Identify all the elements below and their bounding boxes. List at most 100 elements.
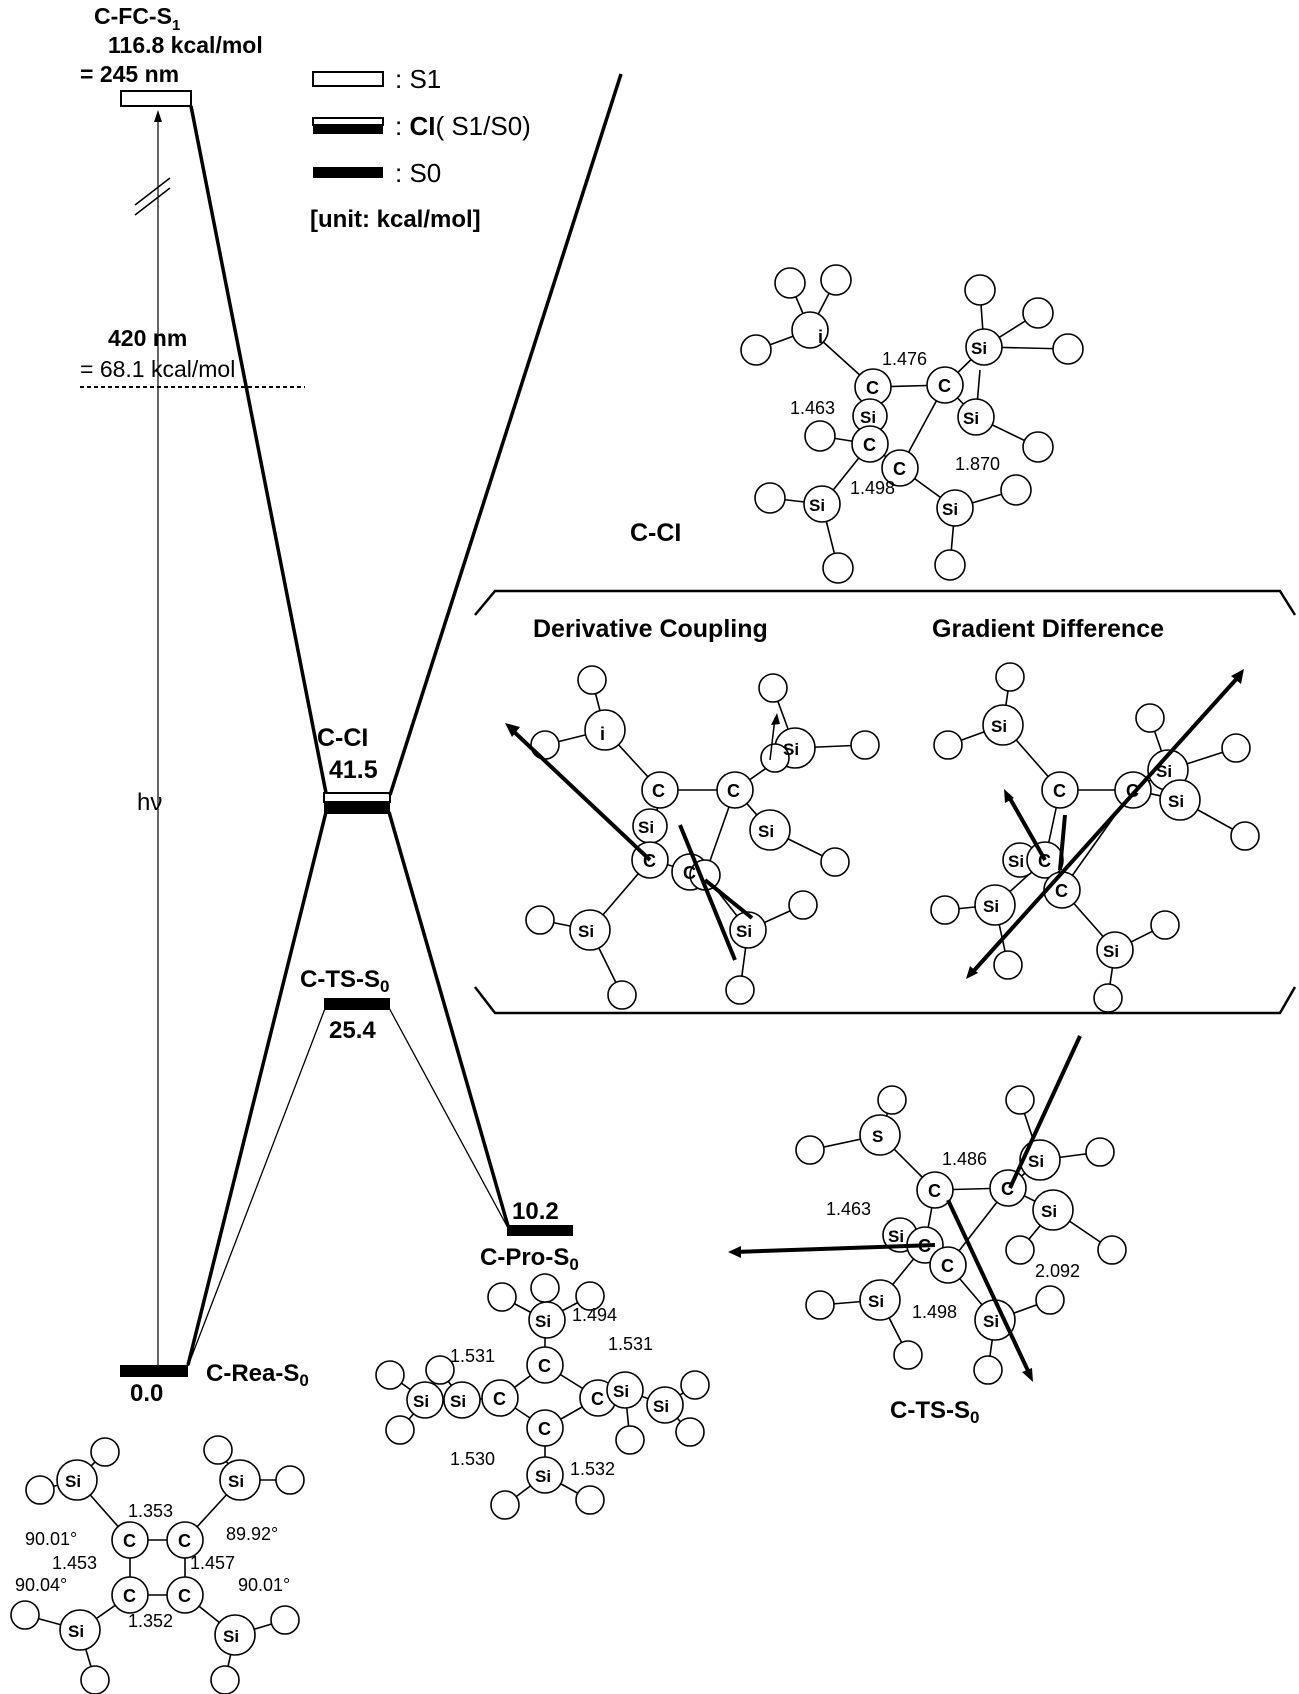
derivative-coupling-molecule: i Si C C Si Si C C Si Si: [505, 665, 880, 1010]
svg-text:1.494: 1.494: [572, 1305, 617, 1325]
panel-bracket-bottom: [474, 986, 1297, 1015]
svg-text:1.352: 1.352: [128, 1611, 173, 1631]
rea-level: [120, 1365, 188, 1377]
svg-text:Si: Si: [578, 922, 594, 941]
ts-to-pro-line: [387, 1005, 509, 1229]
legend-ci-swatch-top: [312, 117, 384, 126]
svg-text:1.353: 1.353: [128, 1501, 173, 1521]
svg-text:C: C: [123, 1586, 136, 1606]
svg-text:Si: Si: [1008, 852, 1024, 871]
coupling-vectors-panel: Derivative Coupling Gradient Difference: [474, 589, 1297, 1015]
legend-s1-label: : S1: [395, 64, 441, 94]
svg-text:90.01°: 90.01°: [238, 1575, 290, 1595]
ci-to-pro-line: [387, 811, 510, 1227]
svg-text:1.457: 1.457: [190, 1553, 235, 1573]
cci-structure: i Si C C Si Si C C Si Si 1.476 1.463 1.8…: [630, 264, 1084, 584]
svg-text:89.92°: 89.92°: [226, 1524, 278, 1544]
svg-text:Si: Si: [888, 1227, 904, 1246]
svg-text:Si: Si: [736, 922, 752, 941]
svg-text:C: C: [1053, 781, 1066, 801]
derivative-coupling-title: Derivative Coupling: [533, 615, 768, 643]
svg-text:C: C: [866, 378, 879, 398]
svg-text:Si: Si: [758, 822, 774, 841]
fc-s1-level: [120, 90, 192, 107]
svg-text:1.498: 1.498: [850, 478, 895, 498]
ci-to-top-line: [388, 73, 623, 796]
svg-text:C: C: [538, 1356, 551, 1376]
svg-text:Si: Si: [1028, 1152, 1044, 1171]
legend-s0-label: : S0: [395, 158, 441, 188]
axis-break-mark-2: [134, 187, 171, 216]
legend-s1-swatch: [312, 71, 384, 87]
svg-text:C: C: [893, 459, 906, 479]
rea-structure: Si Si C C C C Si Si 1.353 90.01° 89.92° …: [10, 1435, 305, 1694]
energy-levels: [80, 90, 573, 1377]
pro-energy-label: 10.2: [512, 1198, 559, 1225]
svg-text:C: C: [123, 1531, 136, 1551]
svg-text:Si: Si: [783, 740, 799, 759]
rea-to-ts-line: [187, 1005, 327, 1367]
svg-text:1.463: 1.463: [826, 1199, 871, 1219]
pro-name-label: C-Pro-S0: [480, 1244, 579, 1274]
svg-text:C: C: [652, 781, 665, 801]
fc-name-label: C-FC-S1: [94, 3, 180, 34]
svg-text:Si: Si: [223, 1627, 239, 1646]
hv-label: hν: [137, 789, 162, 816]
svg-text:90.01°: 90.01°: [25, 1529, 77, 1549]
gradient-difference-molecule: Si C C Si Si Si C C Si Si: [930, 662, 1260, 1013]
svg-text:Si: Si: [868, 1292, 884, 1311]
svg-text:1.498: 1.498: [912, 1302, 957, 1322]
svg-text:1.532: 1.532: [570, 1459, 615, 1479]
fc-energy-label: 116.8 kcal/mol: [108, 32, 263, 58]
svg-text:C: C: [863, 435, 876, 455]
pro-structure: Si C C C C Si Si Si Si Si 1.494 1.531 1.…: [375, 1273, 710, 1520]
svg-text:C: C: [683, 863, 696, 883]
svg-text:Si: Si: [963, 409, 979, 428]
legend-ci-swatch-bottom: [313, 125, 383, 134]
svg-text:1.531: 1.531: [450, 1346, 495, 1366]
panel-bracket-top: [474, 589, 1297, 616]
gradient-difference-title: Gradient Difference: [932, 615, 1164, 643]
svg-text:C: C: [1055, 881, 1068, 901]
svg-text:C: C: [727, 781, 740, 801]
rea-name-label: C-Rea-S0: [206, 1360, 309, 1390]
svg-text:C: C: [538, 1419, 551, 1439]
svg-text:C: C: [591, 1389, 604, 1409]
svg-text:Si: Si: [413, 1392, 429, 1411]
ci-name-label: C-CI: [317, 724, 368, 752]
fc-wavelength-label: = 245 nm: [80, 61, 179, 87]
svg-text:Si: Si: [809, 496, 825, 515]
svg-text:Si: Si: [860, 408, 876, 427]
svg-text:90.04°: 90.04°: [15, 1575, 67, 1595]
svg-text:1.463: 1.463: [790, 398, 835, 418]
svg-text:Si: Si: [68, 1622, 84, 1641]
svg-text:Si: Si: [1103, 942, 1119, 961]
svg-text:Si: Si: [983, 897, 999, 916]
svg-text:Si: Si: [638, 818, 654, 837]
svg-text:Si: Si: [535, 1467, 551, 1486]
axis-break-mark-1: [134, 177, 171, 206]
fc-to-ci-line: [189, 105, 328, 794]
svg-text:Si: Si: [942, 500, 958, 519]
svg-text:Si: Si: [535, 1312, 551, 1331]
connecting-lines: [134, 73, 623, 1367]
svg-text:Si: Si: [971, 339, 987, 358]
svg-text:1.486: 1.486: [942, 1149, 987, 1169]
rea-to-ci-line: [186, 811, 328, 1366]
svg-text:Si: Si: [653, 1397, 669, 1416]
legend: : S1 : CI( S1/S0) : S0 [unit: kcal/mol]: [310, 64, 531, 233]
svg-text:C: C: [928, 1181, 941, 1201]
pro-level: [507, 1225, 573, 1236]
svg-text:C: C: [941, 1256, 954, 1276]
svg-text:S: S: [872, 1127, 883, 1146]
legend-unit-label: [unit: kcal/mol]: [310, 206, 481, 233]
svg-text:Si: Si: [1168, 792, 1184, 811]
legend-ci-label: : CI( S1/S0): [395, 111, 531, 141]
svg-text:1.476: 1.476: [882, 349, 927, 369]
svg-text:Si: Si: [983, 1312, 999, 1331]
ci-s0-level: [324, 802, 390, 814]
ts-structure: S Si C C Si Si C C Si Si 1.486 1.463 2.0…: [728, 1035, 1127, 1427]
ci-s1-level: [323, 792, 391, 803]
